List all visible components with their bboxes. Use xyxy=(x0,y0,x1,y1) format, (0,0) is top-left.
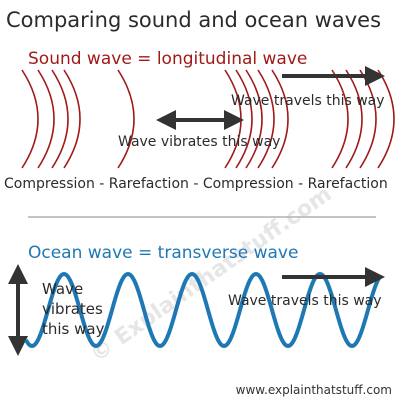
compression-arc xyxy=(21,69,39,169)
ocean-vibrate-label-line2: vibrates xyxy=(42,300,103,318)
compression-rarefaction-caption: Compression - Rarefaction - Compression … xyxy=(4,176,388,192)
sound-vibrate-label: Wave vibrates this way xyxy=(118,134,280,150)
compression-arc xyxy=(235,69,253,169)
sound-travel-label: Wave travels this way xyxy=(231,93,385,109)
sound-wave-heading: Sound wave = longitudinal wave xyxy=(28,49,307,69)
compression-arc xyxy=(63,69,81,169)
ocean-vibrate-label-line1: Wave xyxy=(42,280,83,298)
compression-arc xyxy=(377,69,395,169)
compression-arc xyxy=(271,69,289,169)
compression-arc xyxy=(245,69,263,169)
compression-arc xyxy=(37,69,55,169)
sound-wave-compression-arcs xyxy=(21,69,395,169)
ocean-travel-label: Wave travels this way xyxy=(228,293,382,309)
ocean-vibrate-label-line3: this way xyxy=(42,320,105,338)
compression-arc xyxy=(117,69,135,169)
ocean-transverse-wave xyxy=(24,271,382,349)
ocean-wave-heading: Ocean wave = transverse wave xyxy=(28,243,298,263)
compression-arc xyxy=(331,69,349,169)
compression-arc xyxy=(257,69,275,169)
compression-arc xyxy=(51,69,69,169)
compression-arc xyxy=(345,69,363,169)
footer-url: www.explainthatstuff.com xyxy=(236,383,392,397)
diagram-title: Comparing sound and ocean waves xyxy=(6,8,381,32)
